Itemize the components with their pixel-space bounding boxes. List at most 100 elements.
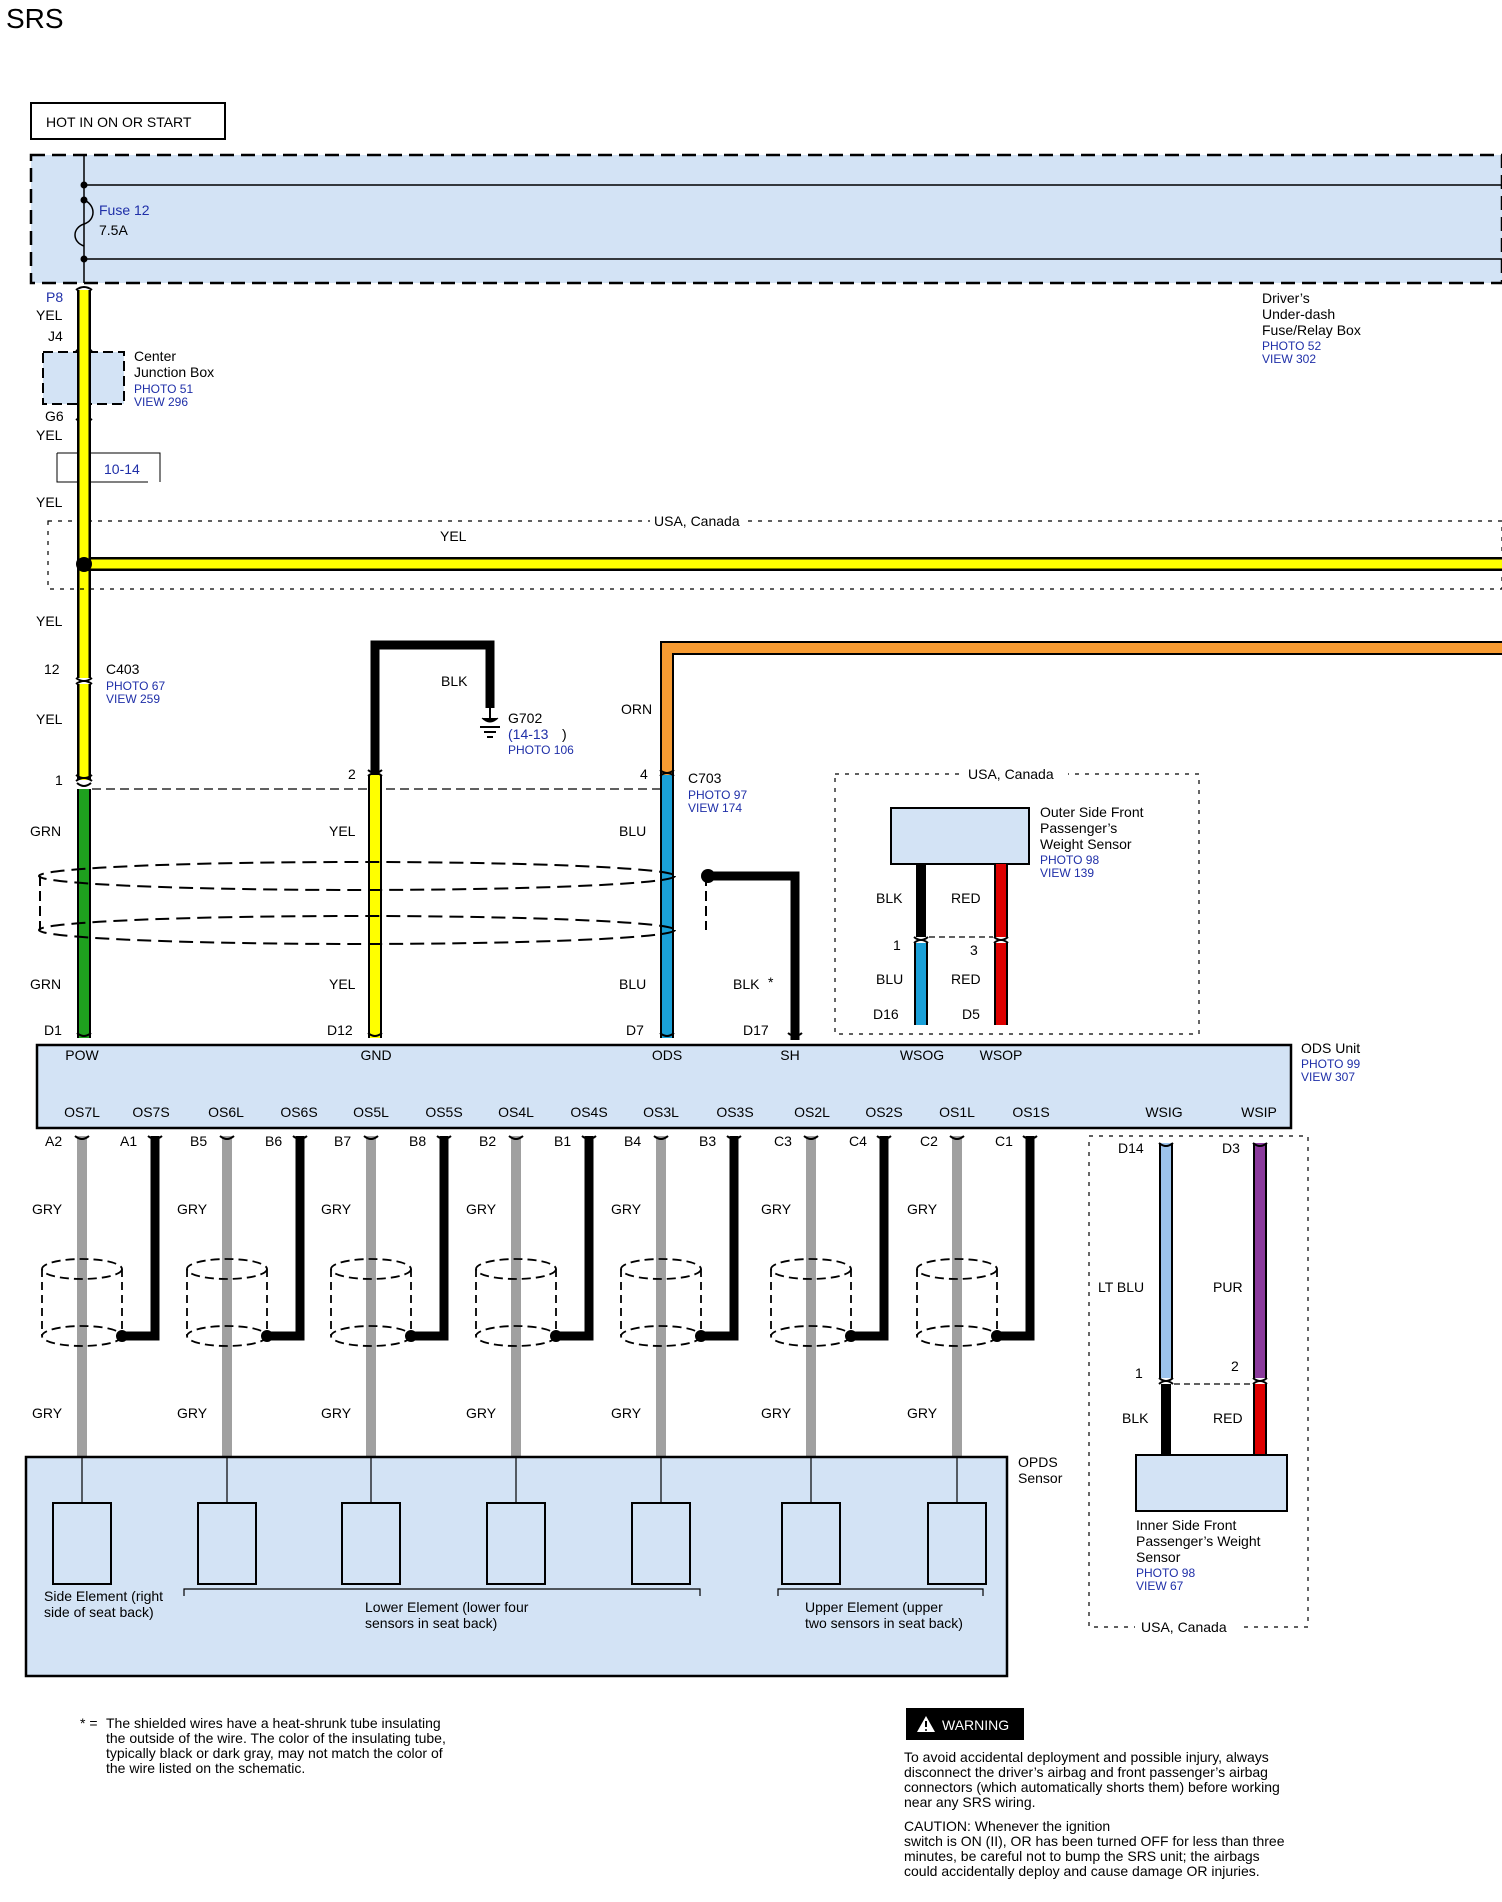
inner-sensor-name-3: Sensor — [1136, 1549, 1181, 1565]
side-element-label-1: Side Element (right — [44, 1588, 163, 1604]
c703-view-link[interactable]: VIEW 174 — [688, 801, 742, 815]
outer-sensor-photo-link[interactable]: PHOTO 98 — [1040, 853, 1099, 867]
sensor-pin-gry: C3 — [774, 1133, 792, 1149]
warning-p1-line-2: disconnect the driver’s airbag and front… — [904, 1764, 1268, 1780]
footnote-line-1: The shielded wires have a heat-shrunk tu… — [106, 1715, 441, 1731]
sensor-pin-gry: B2 — [479, 1133, 496, 1149]
junction-photo-link[interactable]: PHOTO 51 — [134, 382, 193, 396]
sensor-pin-blk: B1 — [554, 1133, 571, 1149]
sensor-element — [781, 1502, 841, 1585]
ods-terminal-top: SH — [780, 1047, 799, 1063]
sensor-element — [341, 1502, 401, 1585]
inner-sensor-view-link[interactable]: VIEW 67 — [1136, 1579, 1184, 1593]
inner-red-label: RED — [1213, 1410, 1243, 1426]
splice-point — [77, 557, 91, 571]
gry-wire-label: GRY — [32, 1201, 63, 1217]
ods-unit-photo-link[interactable]: PHOTO 99 — [1301, 1057, 1360, 1071]
pin-ticks — [219, 1135, 308, 1140]
ground-cap — [481, 717, 499, 723]
sensor-pin-gry: B5 — [190, 1133, 207, 1149]
warning-p2-line-3: minutes, be careful not to bump the SRS … — [904, 1848, 1260, 1864]
yel-wire-label: YEL — [329, 823, 356, 839]
ods-terminal-bottom: OS3L — [643, 1104, 679, 1120]
page-title: SRS — [6, 3, 64, 34]
warning-p1-line-1: To avoid accidental deployment and possi… — [904, 1749, 1269, 1765]
warning-p2-line-2: switch is ON (II), OR has been turned OF… — [904, 1833, 1285, 1849]
lower-element-label-2: sensors in seat back) — [365, 1615, 497, 1631]
outer-sensor-name-3: Weight Sensor — [1040, 836, 1132, 852]
inner-sensor-name-1: Inner Side Front — [1136, 1517, 1236, 1533]
c403-photo-link[interactable]: PHOTO 67 — [106, 679, 165, 693]
g702-ref-link[interactable]: (14-13 — [508, 726, 549, 742]
junction-view-link[interactable]: VIEW 296 — [134, 395, 188, 409]
c703-photo-link[interactable]: PHOTO 97 — [688, 788, 747, 802]
gry-wire-label: GRY — [761, 1201, 792, 1217]
orn-wire-outline — [660, 641, 1502, 775]
ods-pin-d5: D5 — [962, 1006, 980, 1022]
pin-g6: G6 — [45, 408, 64, 424]
ods-terminal-bottom: OS1L — [939, 1104, 975, 1120]
drain-footnote-mark: * — [768, 974, 774, 990]
pin-ticks — [653, 1135, 742, 1140]
inner-region-label: USA, Canada — [1141, 1619, 1227, 1635]
sensor-pin-blk: A1 — [120, 1133, 137, 1149]
ods-terminal-bottom: OS7S — [132, 1104, 169, 1120]
hot-label: HOT IN ON OR START — [46, 114, 192, 130]
c403-view-link[interactable]: VIEW 259 — [106, 692, 160, 706]
lower-element-bracket — [183, 1588, 701, 1596]
side-element-label-2: side of seat back) — [44, 1604, 154, 1620]
fuse-box-view-link[interactable]: VIEW 302 — [1262, 352, 1316, 366]
wire-yel-label: YEL — [36, 427, 63, 443]
inner-conn-pin-1: 1 — [1135, 1365, 1143, 1381]
footnote-line-2: the outside of the wire. The color of th… — [106, 1730, 446, 1746]
pin-ticks — [803, 1135, 892, 1140]
outer-sensor-box — [890, 807, 1030, 865]
g702-photo-link[interactable]: PHOTO 106 — [508, 743, 574, 757]
ods-unit-view-link[interactable]: VIEW 307 — [1301, 1070, 1355, 1084]
footnote-mark: * = — [80, 1715, 98, 1731]
c703-pin-4: 4 — [640, 766, 648, 782]
sensor-pin-blk: C4 — [849, 1133, 867, 1149]
ods-terminal-top: POW — [65, 1047, 99, 1063]
shield-top — [38, 861, 676, 891]
upper-element-label-2: two sensors in seat back) — [805, 1615, 963, 1631]
sensor-element — [486, 1502, 546, 1585]
connector-tick — [75, 680, 93, 685]
fuse-box-photo-link[interactable]: PHOTO 52 — [1262, 339, 1321, 353]
connector-tick — [75, 286, 93, 291]
ods-pin-d14: D14 — [1118, 1140, 1144, 1156]
ods-pin-d7: D7 — [626, 1022, 644, 1038]
blk-drain-wire — [267, 1136, 305, 1341]
g702-ref-close: ) — [562, 726, 567, 742]
outer-sensor-view-link[interactable]: VIEW 139 — [1040, 866, 1094, 880]
footnote-line-3: typically black or dark gray, may not ma… — [106, 1745, 443, 1761]
connector-tick — [75, 777, 93, 782]
shield-bottom — [38, 915, 676, 945]
gry-wire-label: GRY — [611, 1405, 642, 1421]
footnote-line-4: the wire listed on the schematic. — [106, 1760, 305, 1776]
inner-sensor-photo-link[interactable]: PHOTO 98 — [1136, 1566, 1195, 1580]
outer-blk-label: BLK — [876, 890, 903, 906]
c403-pin: 12 — [44, 661, 60, 677]
sensor-pin-blk: B6 — [265, 1133, 282, 1149]
outer-sensor-name-2: Passenger’s — [1040, 820, 1117, 836]
page-ref-link[interactable]: 10-14 — [104, 461, 140, 477]
warning-p1-line-4: near any SRS wiring. — [904, 1794, 1036, 1810]
ods-terminal-bottom: OS4S — [570, 1104, 607, 1120]
ods-terminal-bottom: OS2S — [865, 1104, 902, 1120]
c703-pin-1: 1 — [55, 772, 63, 788]
warning-icon-dot — [925, 1729, 927, 1731]
ods-terminal-bottom: OS5S — [425, 1104, 462, 1120]
ods-terminal-top: WSOP — [980, 1047, 1023, 1063]
fuse-node — [80, 255, 88, 263]
gry-wire-label: GRY — [466, 1201, 497, 1217]
pin-p8: P8 — [46, 289, 63, 305]
